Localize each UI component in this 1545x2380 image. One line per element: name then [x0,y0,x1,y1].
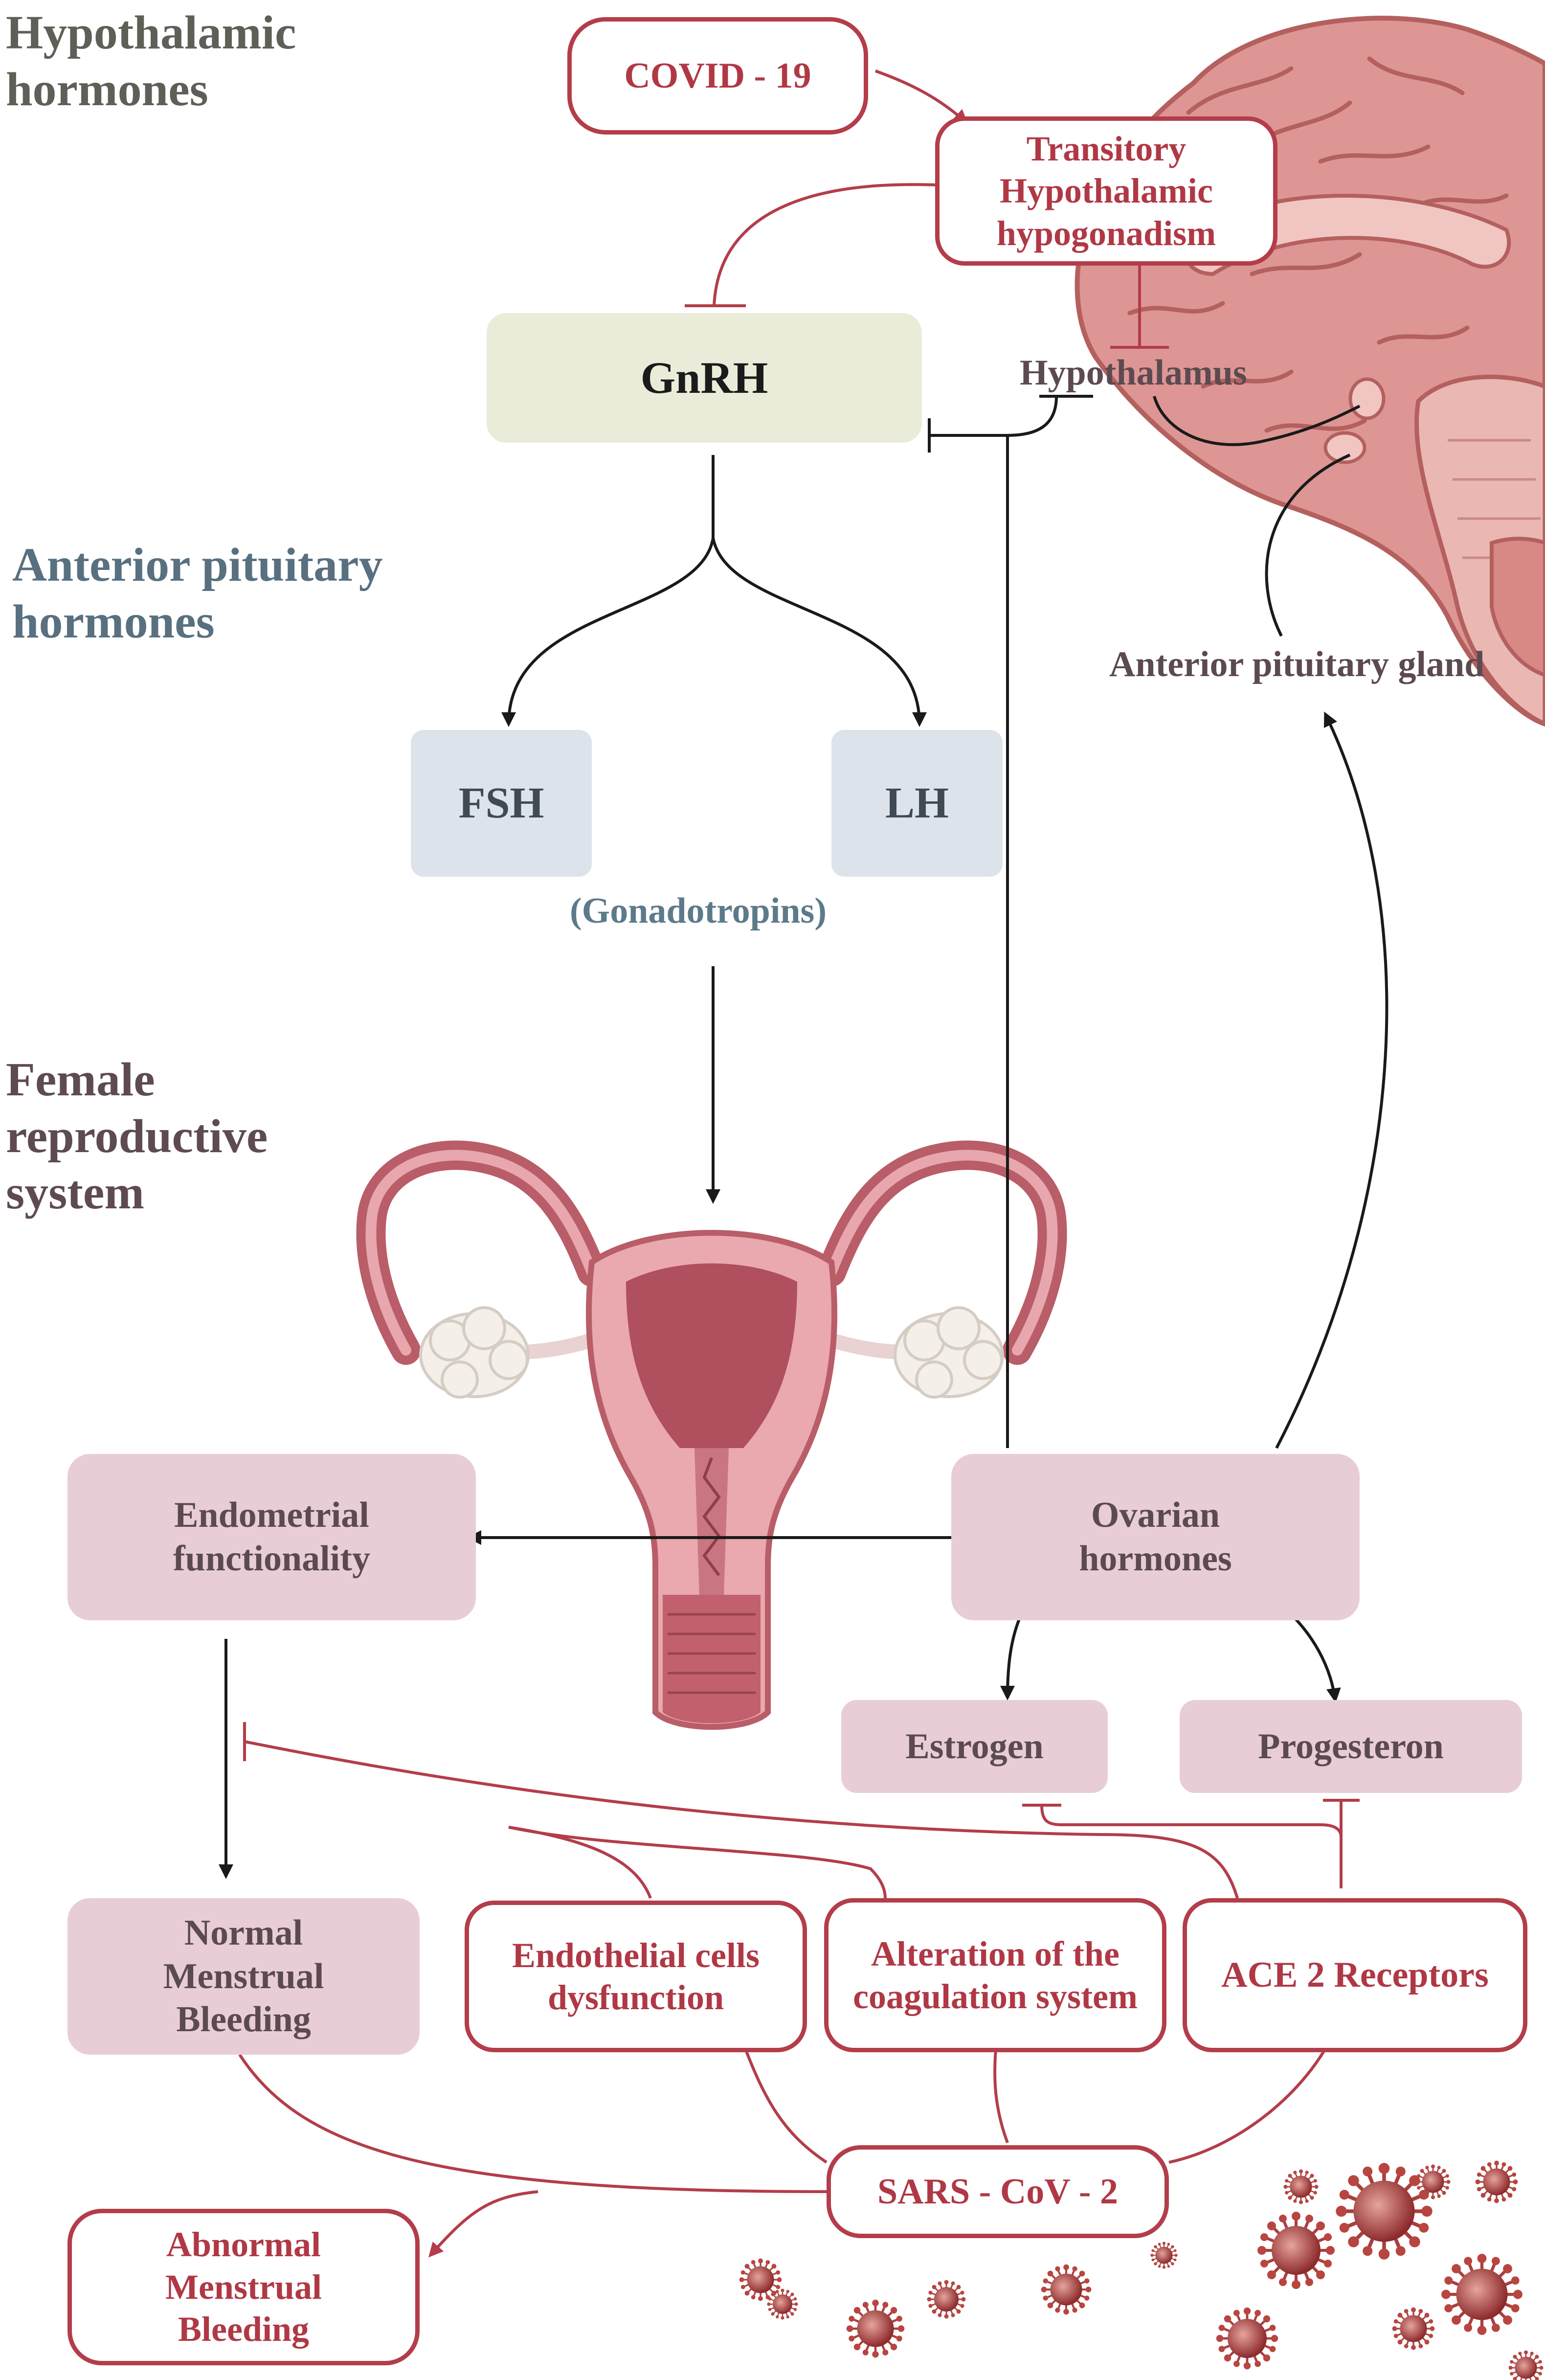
uterus-illustration [356,1140,1067,1730]
virus-icon [1508,2350,1544,2380]
arrows-red [238,69,1360,2258]
node-covid-19: COVID - 19 [567,17,868,135]
virus-icon [1150,2241,1178,2269]
node-estrogen: Estrogen [841,1700,1108,1793]
node-abnormal-menstrual-bleeding: Abnormal Menstrual Bleeding [67,2209,420,2365]
virus-icon [1257,2212,1335,2289]
section-hypothalamic-hormones: Hypothalamic hormones [6,6,296,116]
label-anterior-pituitary-gland: Anterior pituitary gland [1109,644,1485,684]
virus-icon [926,2279,966,2319]
node-gnrh: GnRH [487,313,922,443]
node-endometrial-functionality: Endometrial functionality [67,1454,476,1620]
node-alteration-coagulation-system: Alteration of the coagulation system [824,1898,1166,2052]
virus-icon [738,2257,783,2302]
node-fsh: FSH [411,730,592,877]
node-ovarian-hormones: Ovarian hormones [951,1454,1360,1620]
virus-icon [1391,2306,1436,2351]
virus-icon [1474,2159,1519,2204]
node-endothelial-cells-dysfunction: Endothelial cells dysfunction [465,1901,807,2052]
virus-icon [1216,2308,1278,2369]
arrows-black [219,395,1388,1879]
virus-icon [766,2288,799,2320]
node-progesteron: Progesteron [1180,1700,1522,1793]
label-gonadotropins: (Gonadotropins) [570,891,827,931]
node-transitory-hypothalamic-hypogonadism: Transitory Hypothalamic hypogonadism [935,116,1277,266]
node-normal-menstrual-bleeding: Normal Menstrual Bleeding [67,1898,420,2055]
virus-icon [1040,2263,1093,2316]
virus-icon [1441,2254,1523,2335]
virus-icon [1415,2164,1451,2200]
section-anterior-pituitary-hormones: Anterior pituitary hormones [12,539,383,648]
virus-icon [847,2300,905,2358]
section-female-reproductive-system: Female reproductive system [6,1053,268,1220]
node-lh: LH [831,730,1003,877]
node-sars-cov-2: SARS - CoV - 2 [827,2145,1169,2238]
label-hypothalamus: Hypothalamus [1020,353,1247,393]
virus-icon [1283,2169,1319,2205]
node-ace2-receptors: ACE 2 Receptors [1183,1898,1527,2052]
